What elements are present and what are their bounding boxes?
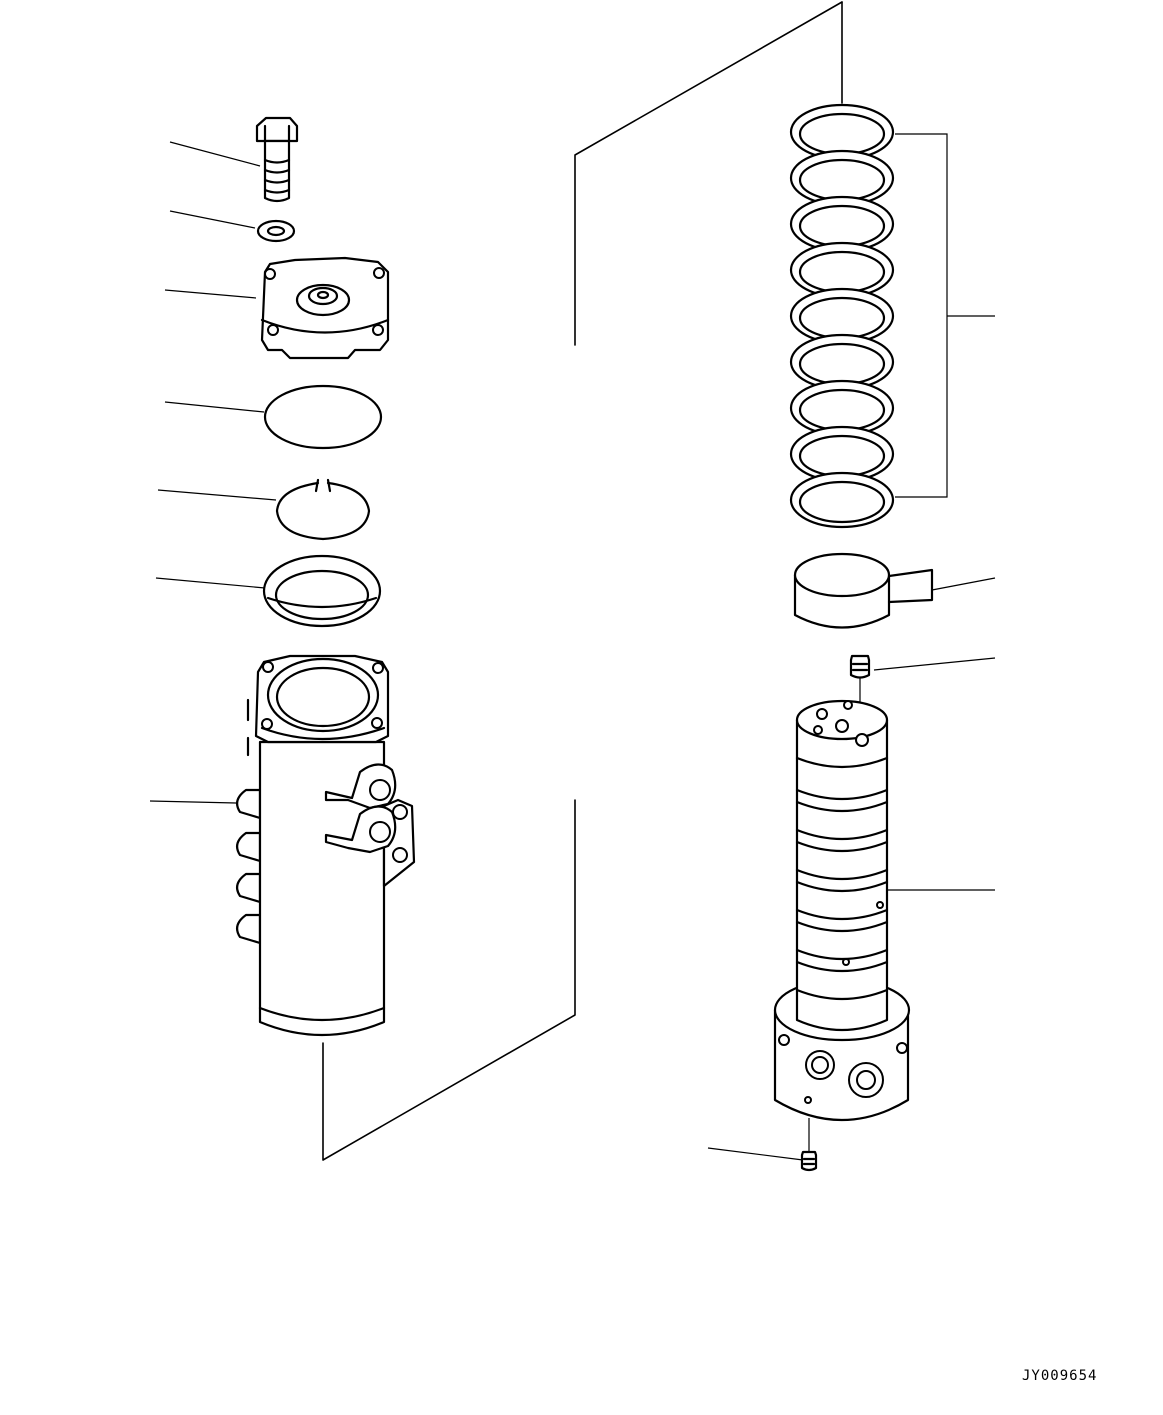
leader-lines <box>149 133 996 1161</box>
seal-ring-icon <box>262 554 382 628</box>
bushing-icon <box>793 552 934 629</box>
swivel-body-icon <box>235 654 416 1037</box>
o-ring-icon <box>263 384 383 450</box>
drawing-code: JY009654 <box>1022 1368 1098 1384</box>
swivel-shaft-icon <box>773 699 911 1121</box>
seal-ring-stack-icon <box>789 103 895 529</box>
plug-icon <box>800 1150 818 1172</box>
plug-icon <box>849 654 871 679</box>
washer-icon <box>256 219 296 243</box>
flange-cover-icon <box>260 256 390 360</box>
assembly-bracket <box>322 1 843 1161</box>
hex-bolt-icon <box>255 116 299 203</box>
snap-ring-icon <box>275 478 371 541</box>
